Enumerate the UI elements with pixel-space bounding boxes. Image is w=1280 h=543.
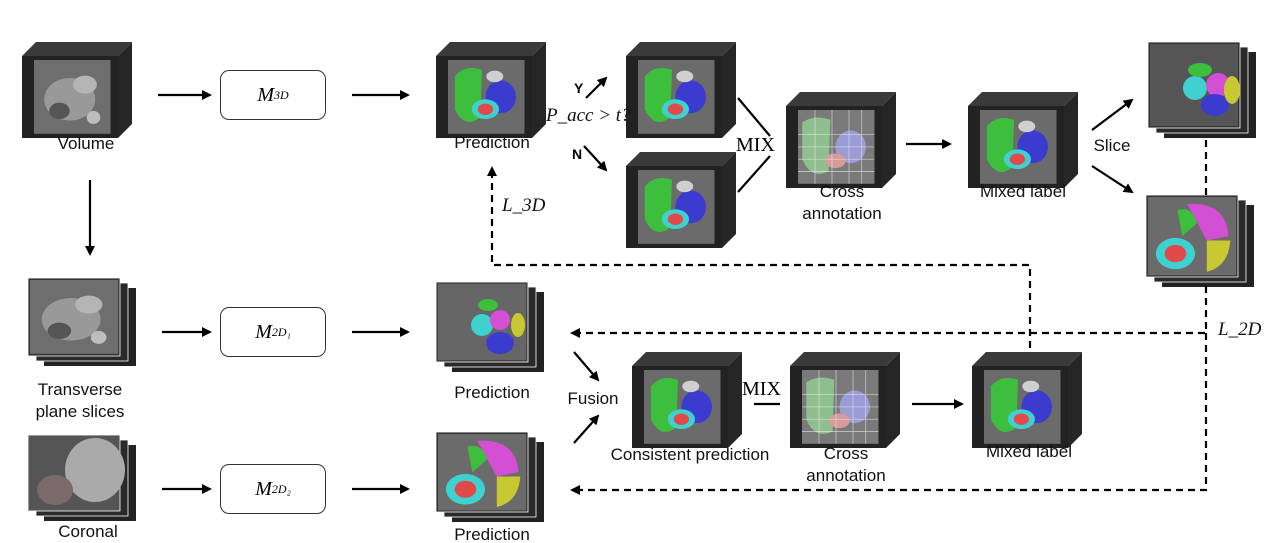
label-prediction-3d: Prediction [454, 133, 530, 152]
label-yes: Y [574, 80, 584, 96]
rejected-prediction-cube [626, 152, 736, 248]
mix-label-3d: MIX [736, 134, 775, 156]
transverse-slices-stack [27, 277, 136, 366]
accepted-prediction-cube [626, 42, 736, 138]
mixed-label-cube-2d [972, 352, 1082, 448]
label-cross-3d-1: Cross [819, 182, 865, 201]
prediction-2d1-stack [435, 281, 544, 372]
label-prediction-2d2: Prediction [454, 525, 530, 543]
cross-annotation-cube-2d [790, 352, 900, 448]
volume-cube [22, 42, 132, 138]
model-2d1-subscript: 2D₁ [271, 324, 291, 339]
loss-3d: L_3D [502, 195, 546, 216]
label-cross-2d-1: Cross [823, 444, 869, 463]
label-volume: Volume [57, 134, 115, 153]
consistent-prediction-cube [632, 352, 742, 448]
label-prediction-2d1: Prediction [454, 383, 530, 402]
label-transverse-1: Transverse [37, 380, 123, 399]
loss-2d: L_2D [1218, 319, 1262, 340]
label-cross-2d-2: annotation [806, 466, 886, 485]
model-2d1-symbol: M [255, 320, 272, 343]
mixed-label-cube-3d [968, 92, 1078, 188]
label-no: N [572, 146, 583, 162]
label-mixed-2d: Mixed label [986, 442, 1072, 461]
accuracy-condition: P_acc > t? [546, 105, 631, 126]
label-transverse-2: plane slices [35, 402, 125, 421]
label-slice: Slice [1093, 136, 1131, 155]
model-3d-symbol: M [257, 83, 274, 106]
model-2d2-subscript: 2D₂ [271, 481, 291, 496]
solid-arrows [85, 76, 1134, 494]
coronal-slice-stack-right [1145, 194, 1254, 287]
prediction-2d2-stack [435, 431, 544, 522]
cross-annotation-cube-3d [786, 92, 896, 188]
label-mixed-3d: Mixed label [980, 182, 1066, 201]
label-consistent-prediction: Consistent prediction [610, 445, 770, 464]
model-3d-subscript: 3D [274, 87, 289, 102]
transverse-slice-stack-right [1147, 41, 1256, 138]
model-2d2-symbol: M [255, 477, 272, 500]
prediction-3d-cube [436, 42, 546, 138]
coronal-slices-stack [27, 434, 136, 521]
label-cross-3d-2: annotation [802, 204, 882, 223]
label-fusion: Fusion [567, 389, 619, 408]
dashed-loss-arrows [487, 140, 1208, 495]
label-coronal: Coronal [58, 522, 118, 541]
mix-label-2d: MIX [742, 378, 781, 400]
